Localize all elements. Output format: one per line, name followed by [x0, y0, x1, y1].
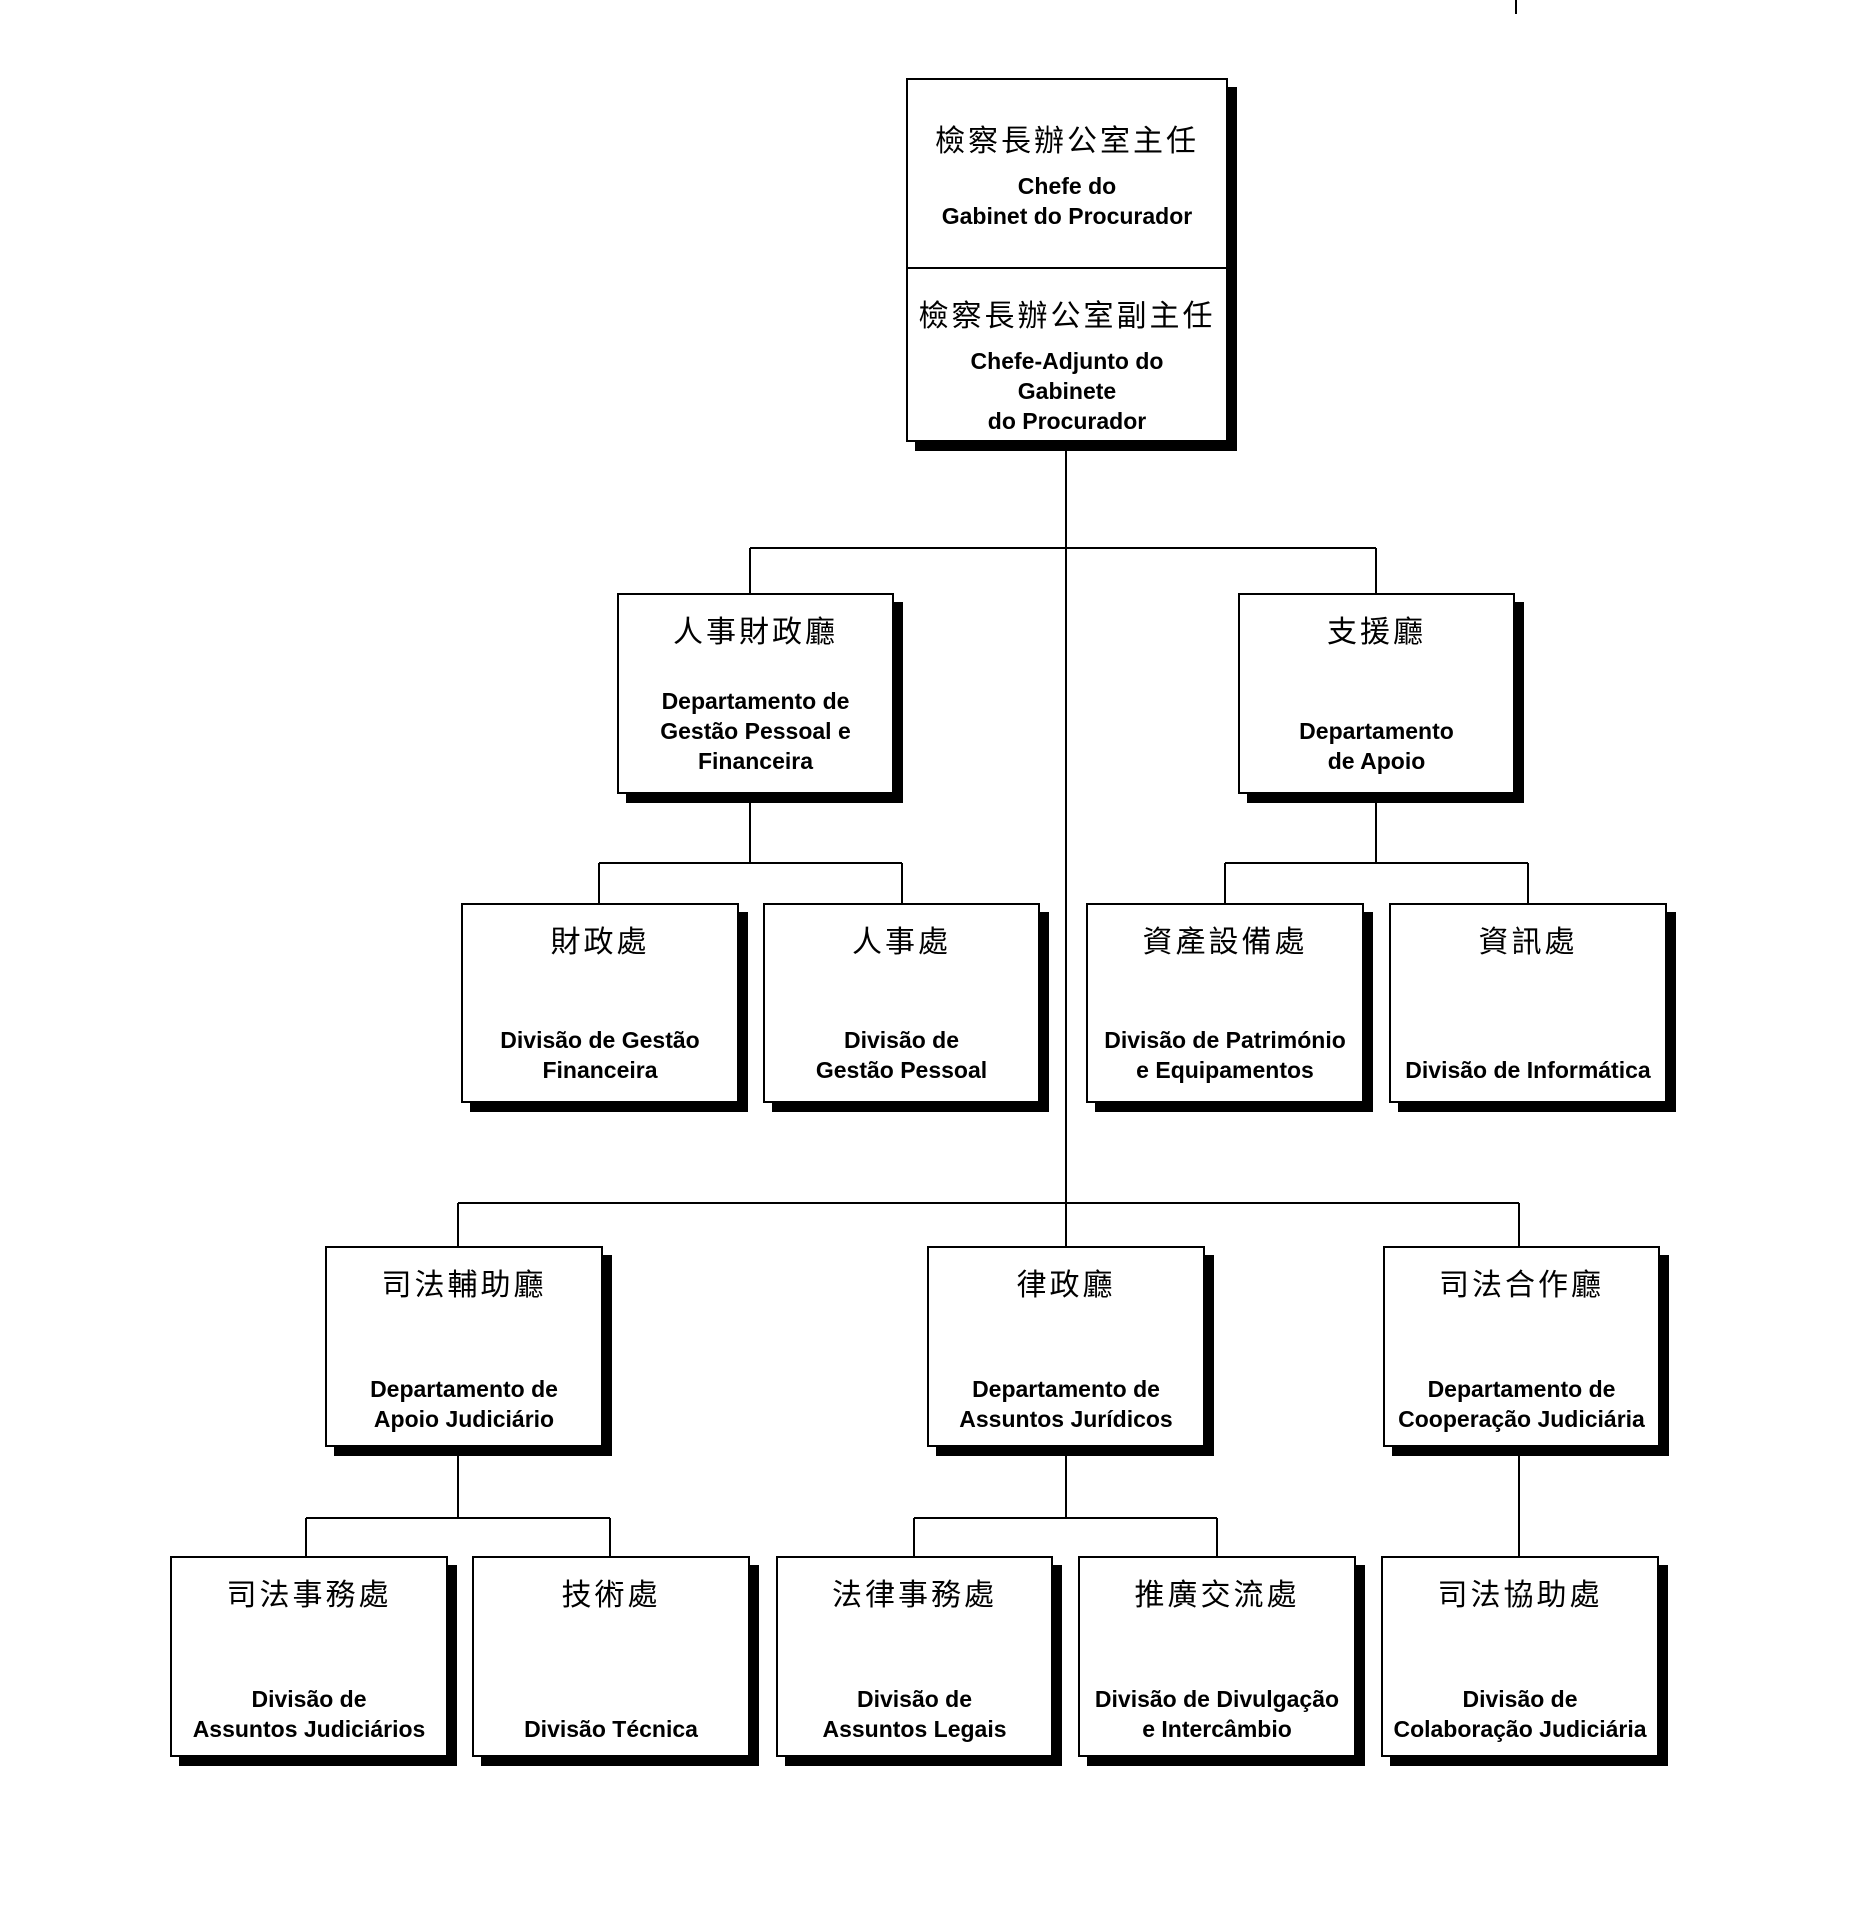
chief-title-zh: 檢察長辦公室主任: [935, 124, 1199, 159]
dept-label-zh: 司法輔助廳: [381, 1268, 547, 1303]
dept-label-zh: 律政廳: [1016, 1268, 1116, 1303]
dept-support: 支援廳 Departamento de Apoio: [1238, 593, 1515, 794]
div-personnel: 人事處 Divisão de Gestão Pessoal: [763, 903, 1040, 1103]
div-label-pt: Divisão de Divulgação e Intercâmbio: [1094, 1686, 1340, 1742]
dept-legal-affairs: 律政廳 Departamento de Assuntos Jurídicos: [927, 1246, 1205, 1447]
dept-label-zh: 支援廳: [1327, 615, 1426, 650]
div-label-pt: Divisão de Assuntos Legais: [822, 1686, 1007, 1742]
div-label-zh: 司法事務處: [226, 1578, 392, 1613]
div-outreach: 推廣交流處 Divisão de Divulgação e Intercâmbi…: [1078, 1556, 1356, 1757]
chief-title-pt: Chefe do Gabinet do Procurador: [941, 173, 1193, 229]
div-label-pt: Divisão de Colaboração Judiciária: [1393, 1686, 1647, 1742]
top-office-box: 檢察長辦公室主任 Chefe do Gabinet do Procurador …: [906, 78, 1228, 442]
dept-label-pt: Departamento de Apoio: [1299, 718, 1454, 774]
div-label-zh: 法律事務處: [832, 1578, 997, 1613]
dept-label-pt: Departamento de Apoio Judiciário: [370, 1376, 558, 1432]
div-label-pt: Divisão de Informática: [1405, 1057, 1651, 1083]
dept-label-pt: Departamento de Assuntos Jurídicos: [959, 1376, 1173, 1432]
div-judicial-affairs: 司法事務處 Divisão de Assuntos Judiciários: [170, 1556, 448, 1757]
div-label-zh: 人事處: [852, 925, 951, 960]
edge-mark: [1515, 0, 1517, 14]
deputy-title-pt: Chefe-Adjunto do Gabinete do Procurador: [970, 348, 1164, 434]
div-label-pt: Divisão de Assuntos Judiciários: [192, 1686, 426, 1742]
div-label-zh: 財政處: [550, 925, 650, 960]
div-financial: 財政處 Divisão de Gestão Financeira: [461, 903, 739, 1103]
div-label-pt: Divisão de Gestão Pessoal: [815, 1027, 988, 1083]
deputy-title-zh: 檢察長辦公室副主任: [918, 299, 1216, 334]
div-label-pt: Divisão Técnica: [524, 1716, 698, 1742]
div-label-zh: 司法協助處: [1437, 1578, 1603, 1613]
div-label-pt: Divisão de Gestão Financeira: [500, 1027, 700, 1083]
dept-label-pt: Departamento de Cooperação Judiciária: [1398, 1376, 1645, 1432]
div-judicial-assistance: 司法協助處 Divisão de Colaboração Judiciária: [1381, 1556, 1659, 1757]
div-legal: 法律事務處 Divisão de Assuntos Legais: [776, 1556, 1053, 1757]
div-label-zh: 推廣交流處: [1134, 1578, 1300, 1613]
div-technical: 技術處 Divisão Técnica: [472, 1556, 750, 1757]
div-assets: 資產設備處 Divisão de Património e Equipament…: [1086, 903, 1364, 1103]
top-box-divider: [908, 267, 1226, 269]
dept-label-pt: Departamento de Gestão Pessoal e Finance…: [660, 688, 851, 774]
div-label-pt: Divisão de Património e Equipamentos: [1104, 1027, 1346, 1083]
dept-personnel-finance: 人事財政廳 Departamento de Gestão Pessoal e F…: [617, 593, 894, 794]
div-label-zh: 資訊處: [1478, 925, 1578, 960]
dept-label-zh: 司法合作廳: [1439, 1268, 1604, 1303]
dept-label-zh: 人事財政廳: [673, 615, 838, 650]
div-label-zh: 資產設備處: [1142, 925, 1308, 960]
div-it: 資訊處 Divisão de Informática: [1389, 903, 1667, 1103]
dept-judicial-support: 司法輔助廳 Departamento de Apoio Judiciário: [325, 1246, 603, 1447]
dept-judicial-cooperation: 司法合作廳 Departamento de Cooperação Judiciá…: [1383, 1246, 1660, 1447]
div-label-zh: 技術處: [561, 1578, 661, 1613]
